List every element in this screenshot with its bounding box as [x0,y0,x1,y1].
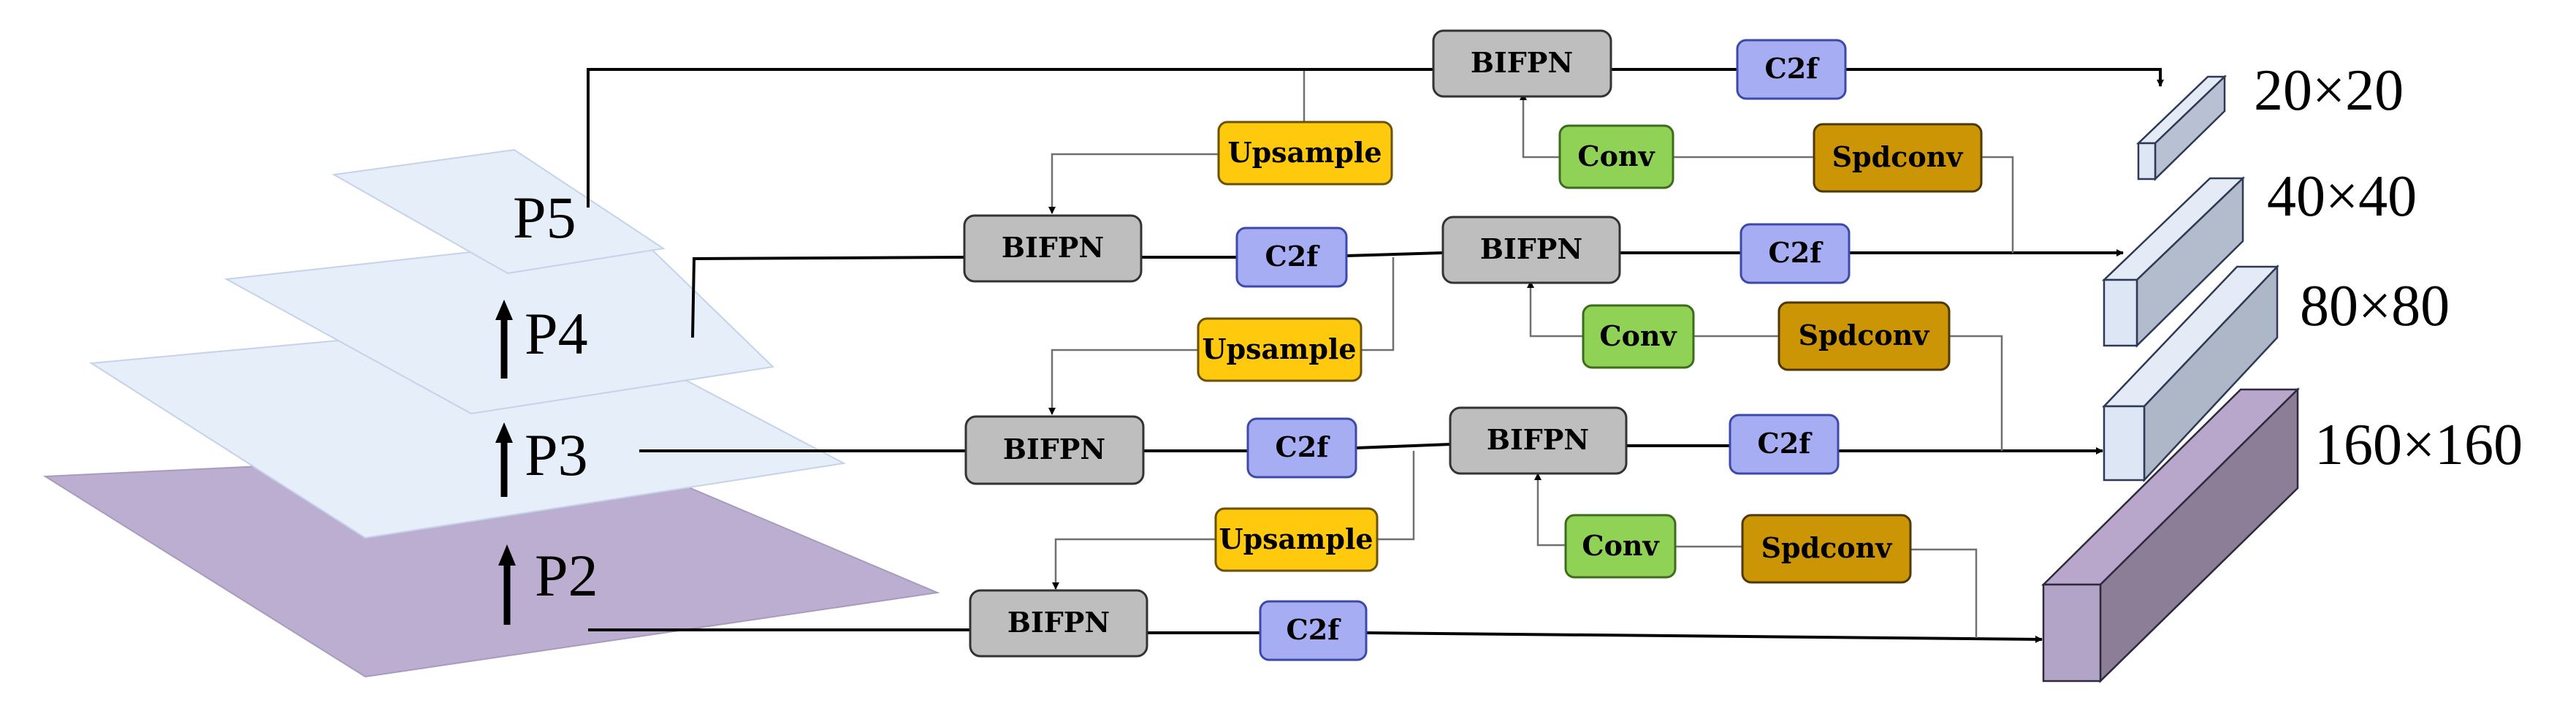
output-block-160 [2040,387,2301,683]
output-blocks [2040,75,2301,683]
line-up2-down [1048,349,1198,415]
c2f-r3-right: C2f [1729,414,1840,475]
c2f-top-label: C2f [1764,52,1820,85]
label-p4: P4 [525,300,588,367]
conv-top-label: Conv [1577,140,1655,172]
spdconv-bottom-label: Spdconv [1761,531,1894,564]
output-label-80: 80×80 [2300,274,2450,338]
bifpn-r4-right-label: BIFPN [1480,232,1582,265]
upsample-middle-label: Upsample [1202,332,1356,365]
upsample-nodes: Upsample Upsample Upsample [1197,121,1393,572]
pyramid-layers [42,148,940,678]
bifpn-r4-right: BIFPN [1441,216,1621,284]
line-conv1 [1520,93,1560,159]
c2f-r4-left-label: C2f [1265,240,1320,273]
upsample-bottom-label: Upsample [1219,522,1373,555]
bifpn-r2: BIFPN [969,589,1148,658]
c2f-r2: C2f [1259,600,1368,661]
connections [587,68,2164,643]
bifpn-nodes: BIFPN BIFPN BIFPN BIFPN BIFPN BIFPN [963,29,1628,658]
output-block-20 [2135,75,2228,181]
up-arrow-p3-head [495,422,513,443]
bifpn-r2-label: BIFPN [1007,606,1110,639]
c2f-r4-left: C2f [1235,227,1348,288]
c2f-top: C2f [1736,39,1847,100]
spdconv-top-label: Spdconv [1832,140,1965,173]
bifpn-r3-left: BIFPN [964,415,1145,485]
spdconv-middle: Spdconv [1777,301,1951,371]
up-arrow-p2-head [498,544,516,566]
line-spd3-down [1910,548,1978,638]
label-p5: P5 [513,184,576,251]
upsample-top-label: Upsample [1227,136,1382,169]
output-block-80 [2102,264,2279,483]
upsample-middle: Upsample [1197,317,1363,382]
c2f-r3-left: C2f [1246,417,1357,479]
label-p3: P3 [525,422,588,488]
bifpn-top: BIFPN [1432,29,1612,98]
conv-middle-label: Conv [1599,319,1677,352]
spdconv-middle-label: Spdconv [1799,319,1931,351]
conv-bottom: Conv [1564,514,1677,579]
upsample-bottom: Upsample [1214,507,1379,572]
label-p2: P2 [535,542,598,609]
bifpn-r3-right: BIFPN [1449,406,1628,475]
c2f-r3-left-label: C2f [1275,430,1330,463]
layer-p5 [331,148,666,275]
line-p5-bifpn [587,68,1433,208]
conv-middle: Conv [1582,304,1695,369]
line-r3-c2f-bifpn2 [1355,443,1451,449]
pyramid-arrows [495,300,516,625]
line-up3 [1377,451,1415,541]
bifpn-r4-left: BIFPN [963,214,1143,283]
line-up3-down [1052,538,1216,590]
bifpn-top-label: BIFPN [1471,46,1573,79]
spdconv-nodes: Spdconv Spdconv Spdconv [1741,123,1983,584]
output-label-160: 160×160 [2314,413,2523,477]
c2f-r4-right-label: C2f [1768,236,1824,269]
line-conv2 [1527,281,1583,338]
c2f-r3-right-label: C2f [1757,427,1813,460]
conv-nodes: Conv Conv Conv [1558,124,1695,579]
line-p4-bifpn [691,256,965,338]
c2f-r4-right: C2f [1739,223,1851,284]
bifpn-r3-left-label: BIFPN [1003,433,1105,465]
line-r2-c2f-out160 [1365,631,2043,643]
line-spd1-down [1981,156,2014,253]
bifpn-r3-right-label: BIFPN [1487,423,1589,456]
line-up2 [1361,257,1395,351]
line-r4-c2f-bifpn2 [1346,251,1444,257]
line-up1-down [1048,153,1219,214]
line-spd2-down [1949,335,2003,451]
line-conv3 [1534,473,1566,547]
spdconv-bottom: Spdconv [1741,514,1912,584]
conv-top: Conv [1558,124,1674,189]
c2f-nodes: C2f C2f C2f C2f C2f C2f [1235,39,1851,661]
output-label-20: 20×20 [2254,58,2404,123]
spdconv-top: Spdconv [1813,123,1983,193]
upsample-top: Upsample [1217,121,1393,186]
bifpn-r4-left-label: BIFPN [1002,231,1104,264]
conv-bottom-label: Conv [1582,529,1660,562]
c2f-r2-label: C2f [1286,613,1341,646]
output-block-40 [2101,176,2246,348]
line-top-c2f-out20 [1845,68,2164,87]
up-arrow-p4-head [495,300,513,320]
output-label-40: 40×40 [2267,164,2417,229]
